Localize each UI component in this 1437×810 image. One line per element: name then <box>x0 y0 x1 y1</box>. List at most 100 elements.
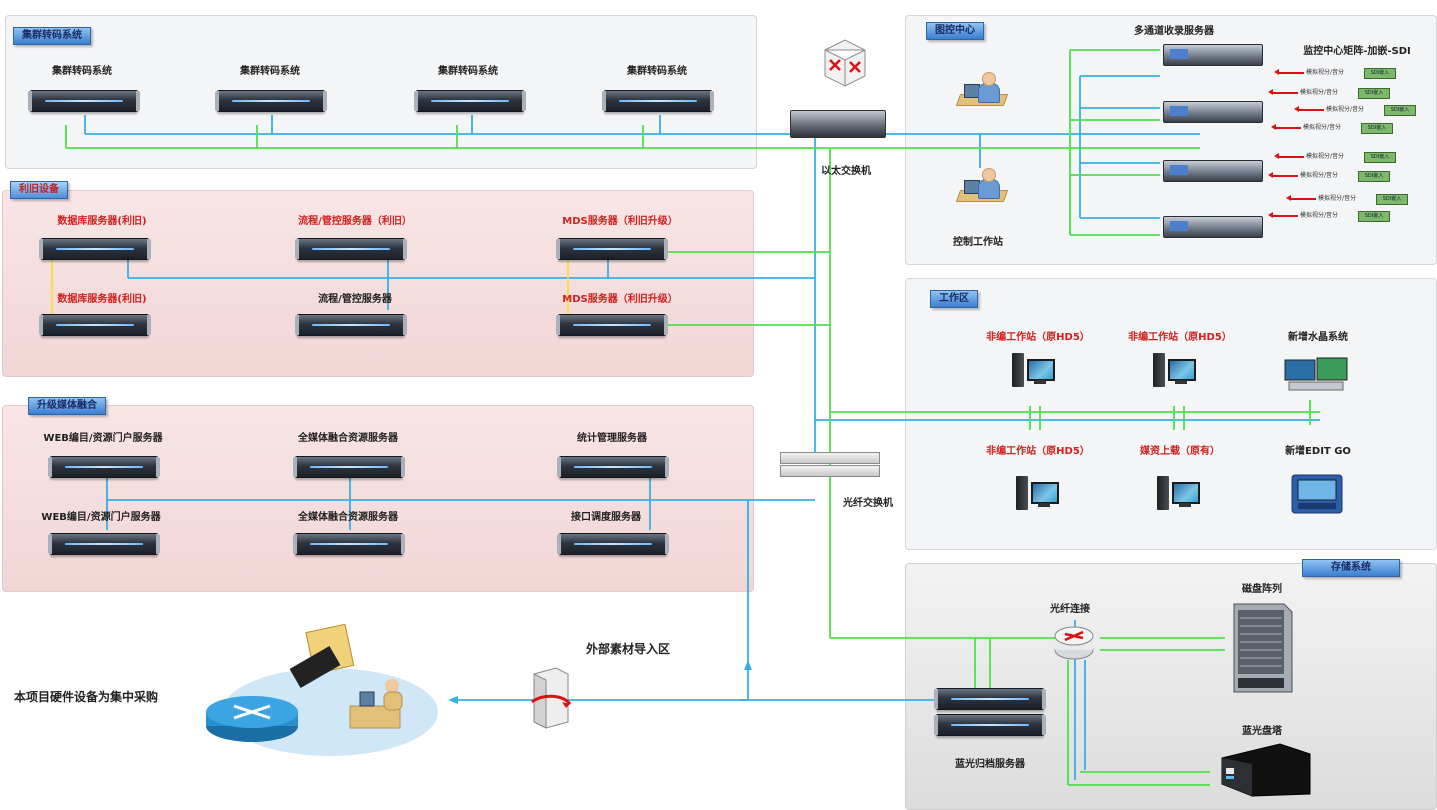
monitor-icon <box>1172 482 1200 504</box>
reuse-bottom-label-1: 数据库服务器(利旧) <box>57 294 147 305</box>
router-icon[interactable] <box>820 38 870 88</box>
central-purchase-illustration <box>206 623 438 756</box>
ethernet-switch[interactable] <box>790 110 886 138</box>
fiber-switch-2[interactable] <box>780 465 880 477</box>
stand-icon <box>1038 503 1050 507</box>
arrow-icon <box>1294 106 1324 112</box>
edit-workstation-2[interactable] <box>1153 353 1196 387</box>
work-bottom-label-2: 媒资上载（原有） <box>1140 446 1220 457</box>
recorder-server-3[interactable] <box>1163 160 1263 182</box>
work-panel <box>905 278 1437 550</box>
upgrade-stats-server[interactable] <box>557 456 669 478</box>
upgrade-bottom-label-1: WEB编目/资源门户服务器 <box>41 512 161 523</box>
upgrade-media-server-1[interactable] <box>293 456 405 478</box>
person-icon <box>978 179 1000 199</box>
upgrade-bottom-label-3: 接口调度服务器 <box>571 512 641 523</box>
control-workstation-label: 控制工作站 <box>953 237 1003 248</box>
reuse-flow-server-1[interactable] <box>295 238 407 260</box>
recorder-title: 多通道收录服务器 <box>1134 26 1214 37</box>
monitor-icon <box>1168 359 1196 381</box>
sdi-text: 模拟视分/音分 <box>1326 106 1365 113</box>
sdi-text: 模拟视分/音分 <box>1303 124 1342 131</box>
fiber-switch-1[interactable] <box>780 452 880 464</box>
sdi-card: SDI嵌入 <box>1358 171 1390 182</box>
import-server-icon[interactable] <box>528 666 574 732</box>
cluster-server-4[interactable] <box>602 90 714 112</box>
archive-server-1[interactable] <box>934 688 1046 710</box>
edit-workstation-1[interactable] <box>1012 353 1055 387</box>
work-badge: 工作区 <box>930 290 978 308</box>
sdi-card: SDI嵌入 <box>1376 194 1408 205</box>
media-upload-workstation[interactable] <box>1157 476 1200 510</box>
upgrade-top-label-1: WEB编目/资源门户服务器 <box>43 433 163 444</box>
bluray-tower-icon[interactable] <box>1218 740 1314 798</box>
work-top-label-1: 非编工作站（原HD5） <box>986 332 1090 343</box>
upgrade-web-server-1[interactable] <box>48 456 160 478</box>
cluster-server-label-3: 集群转码系统 <box>438 66 498 77</box>
stand-icon <box>1034 380 1046 384</box>
reuse-badge: 利旧设备 <box>10 181 68 199</box>
cluster-server-2[interactable] <box>215 90 327 112</box>
work-top-label-3: 新增水晶系统 <box>1288 332 1348 343</box>
head-icon <box>982 72 996 86</box>
recorder-server-1[interactable] <box>1163 44 1263 66</box>
fiber-router-icon[interactable] <box>1053 622 1095 662</box>
work-top-label-2: 非编工作站（原HD5） <box>1128 332 1232 343</box>
cluster-server-1[interactable] <box>28 90 140 112</box>
arrow-icon <box>1268 89 1298 95</box>
edit-go-icon[interactable] <box>1290 473 1344 515</box>
edit-workstation-3[interactable] <box>1016 476 1059 510</box>
cluster-badge: 集群转码系统 <box>13 27 91 45</box>
upgrade-interface-server[interactable] <box>557 533 669 555</box>
reuse-flow-server-2[interactable] <box>295 314 407 336</box>
sdi-row-4: 模拟视分/音分 SDI嵌入 <box>1271 123 1435 134</box>
cluster-server-3[interactable] <box>414 90 526 112</box>
ethernet-switch-label: 以太交换机 <box>821 166 871 177</box>
archive-server-2[interactable] <box>934 714 1046 736</box>
recorder-server-4[interactable] <box>1163 216 1263 238</box>
reuse-mds-server-2[interactable] <box>556 314 668 336</box>
sdi-card: SDI嵌入 <box>1361 123 1393 134</box>
work-bottom-label-3: 新增EDIT GO <box>1285 446 1351 457</box>
reuse-mds-server-1[interactable] <box>556 238 668 260</box>
sdi-text: 模拟视分/音分 <box>1306 69 1345 76</box>
archive-server-label: 蓝光归档服务器 <box>955 759 1025 770</box>
upgrade-media-server-2[interactable] <box>293 533 405 555</box>
sdi-card: SDI嵌入 <box>1364 68 1396 79</box>
upgrade-badge: 升级媒体融合 <box>28 397 106 415</box>
upgrade-panel <box>2 405 754 592</box>
monitor-operator-1[interactable] <box>955 72 1009 116</box>
reuse-db-server-2[interactable] <box>39 314 151 336</box>
disk-array-icon[interactable] <box>1226 600 1298 696</box>
recorder-server-2[interactable] <box>1163 101 1263 123</box>
arrow-icon <box>1271 124 1301 130</box>
arrow-icon <box>1268 212 1298 218</box>
cluster-server-label-1: 集群转码系统 <box>52 66 112 77</box>
stand-icon <box>1179 503 1191 507</box>
monitor-icon <box>1031 482 1059 504</box>
tower-icon <box>1012 353 1024 387</box>
reuse-top-label-2: 流程/管控服务器（利旧） <box>298 216 412 227</box>
sdi-text: 模拟视分/音分 <box>1306 153 1345 160</box>
crystal-system-icon[interactable] <box>1283 356 1349 394</box>
upgrade-web-server-2[interactable] <box>48 533 160 555</box>
monitor-icon <box>1027 359 1055 381</box>
arrow-icon <box>1274 153 1304 159</box>
sdi-row-1: 模拟视分/音分 SDI嵌入 <box>1274 68 1437 79</box>
disk-array-label: 磁盘阵列 <box>1242 584 1282 595</box>
monitor-badge: 图控中心 <box>926 22 984 40</box>
head-icon <box>982 168 996 182</box>
fiber-link-label: 光纤连接 <box>1050 604 1090 615</box>
reuse-db-server-1[interactable] <box>39 238 151 260</box>
monitor-operator-2[interactable] <box>955 168 1009 212</box>
tower-icon <box>1153 353 1165 387</box>
reuse-top-label-3: MDS服务器（利旧升级） <box>562 216 678 227</box>
tower-icon <box>1157 476 1169 510</box>
person-icon <box>978 83 1000 103</box>
cluster-server-label-2: 集群转码系统 <box>240 66 300 77</box>
